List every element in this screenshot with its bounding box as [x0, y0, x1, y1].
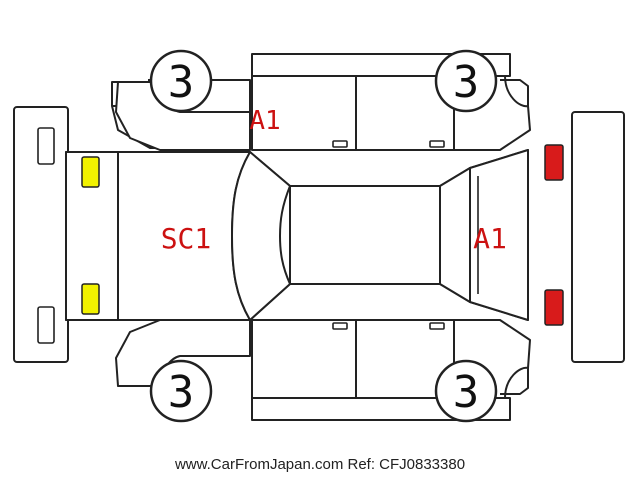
left-rear-door-handle: [429, 140, 445, 148]
defect-code-rear-panel: A1: [473, 222, 507, 255]
rear-right-lamp: [544, 289, 564, 326]
right-rear-door-handle: [429, 322, 445, 330]
windshield: [231, 151, 291, 321]
tire-rear-left-grade: 3: [453, 57, 480, 108]
reference-caption: www.CarFromJapan.com Ref: CFJ0833380: [174, 456, 466, 473]
tire-rear-right-grade: 3: [453, 367, 480, 418]
rear-panel: [469, 149, 529, 321]
rear-left-lamp: [544, 144, 564, 181]
tire-rear-left: [434, 49, 498, 113]
rear-window: [439, 167, 471, 303]
front-left-lamp: [81, 156, 100, 188]
front-bumper: [13, 106, 69, 363]
defect-code-left-door: A1: [249, 106, 280, 136]
tire-rear-right: [434, 359, 498, 423]
roof: [289, 185, 441, 285]
front-bumper-left-mark: [37, 127, 55, 165]
left-front-door-handle: [332, 140, 348, 148]
tire-front-left: [149, 49, 213, 113]
rear-bumper: [571, 111, 625, 363]
front-bumper-right-mark: [37, 306, 55, 344]
tire-front-left-grade: 3: [168, 57, 195, 108]
front-right-lamp: [81, 283, 100, 315]
defect-code-hood: SC1: [161, 222, 212, 255]
right-front-door-handle: [332, 322, 348, 330]
tire-front-right-grade: 3: [168, 367, 195, 418]
left-front-door: [251, 75, 357, 151]
right-front-door: [251, 319, 357, 399]
tire-front-right: [149, 359, 213, 423]
